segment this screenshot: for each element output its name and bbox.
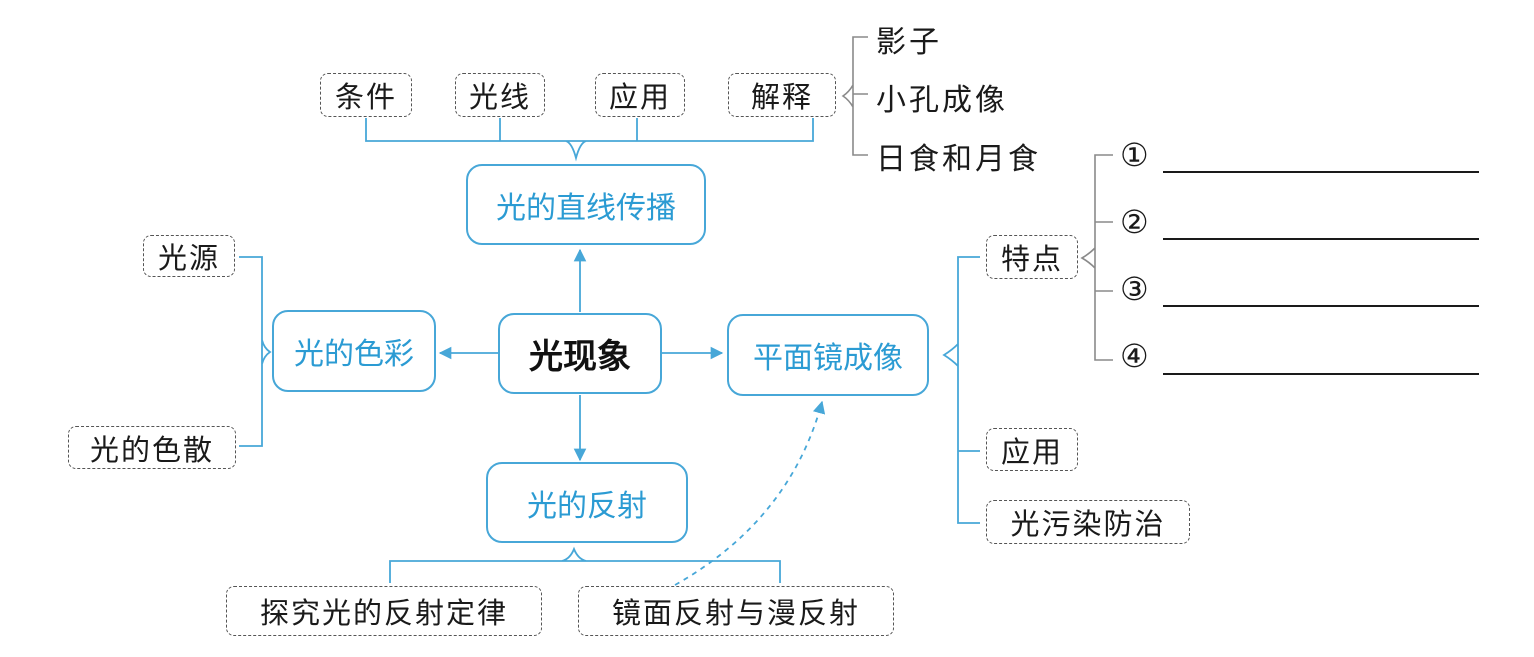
center-node: 光现象 (498, 313, 662, 394)
blank-number-3: ③ (1120, 270, 1149, 308)
brace-mirror (942, 256, 980, 524)
tag-light-pollution: 光污染防治 (986, 500, 1190, 544)
tag-features: 特点 (986, 235, 1078, 279)
item-pinhole-imaging: 小孔成像 (876, 83, 1008, 118)
answer-blank-1[interactable] (1163, 171, 1479, 173)
brace-features (1080, 154, 1113, 361)
brace-reflection (389, 546, 781, 583)
tag-mirror-application: 应用 (986, 428, 1078, 471)
tag-dispersion: 光的色散 (68, 426, 236, 469)
tag-reflection-law-experiment: 探究光的反射定律 (226, 586, 542, 636)
blank-number-4: ④ (1120, 337, 1149, 375)
answer-blank-4[interactable] (1163, 373, 1479, 375)
item-shadow: 影子 (876, 25, 942, 60)
tag-condition: 条件 (320, 73, 412, 117)
node-reflection: 光的反射 (486, 462, 688, 543)
tag-application: 应用 (595, 73, 685, 117)
answer-blank-2[interactable] (1163, 238, 1479, 240)
answer-blank-3[interactable] (1163, 305, 1479, 307)
item-eclipses: 日食和月食 (876, 142, 1041, 177)
tag-explanation: 解释 (728, 73, 836, 117)
tag-specular-diffuse: 镜面反射与漫反射 (578, 586, 894, 636)
tag-light-ray: 光线 (455, 73, 545, 117)
blank-number-1: ① (1120, 136, 1149, 174)
tag-light-source: 光源 (143, 235, 235, 277)
brace-color (239, 256, 272, 447)
node-rectilinear-propagation: 光的直线传播 (466, 164, 706, 245)
node-light-color: 光的色彩 (272, 310, 436, 392)
node-plane-mirror: 平面镜成像 (727, 314, 929, 396)
brace-rectilinear (365, 118, 814, 162)
brace-explanation (841, 36, 868, 156)
dashed-arrow-specular-to-mirror (674, 400, 826, 586)
blank-number-2: ② (1120, 203, 1149, 241)
